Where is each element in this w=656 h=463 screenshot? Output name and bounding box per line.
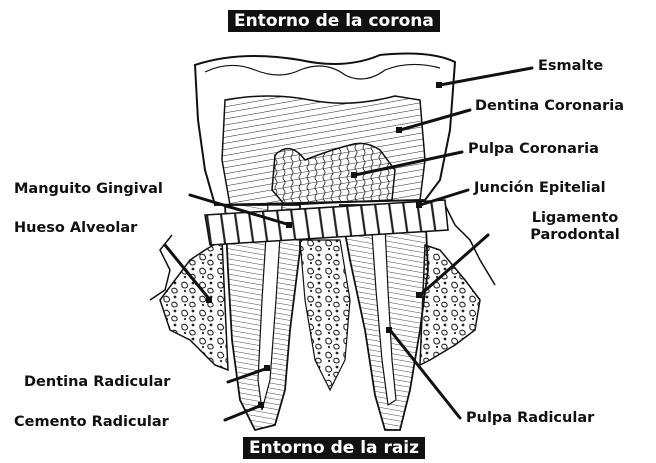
label-hueso-alveolar: Hueso Alveolar [14, 220, 137, 237]
top-banner: Entorno de la corona [228, 10, 440, 32]
label-dentina-radicular: Dentina Radicular [24, 374, 170, 391]
label-pulpa-coronaria: Pulpa Coronaria [468, 141, 599, 158]
label-manguito-gingival: Manguito Gingival [14, 181, 163, 198]
coronal-pulp [272, 143, 395, 205]
bottom-banner: Entorno de la raiz [243, 437, 425, 459]
label-cemento-radicular: Cemento Radicular [14, 414, 169, 431]
label-ligamento-parodontal: Ligamento Parodontal [515, 210, 635, 244]
label-ligamento-line2: Parodontal [515, 227, 635, 244]
alveolar-bone-left [160, 240, 228, 370]
label-esmalte: Esmalte [538, 58, 603, 75]
alveolar-bone-right [420, 245, 480, 365]
label-union-epitelial: Junción Epitelial [474, 180, 606, 197]
interradicular-bone [300, 240, 350, 390]
label-ligamento-line1: Ligamento [515, 210, 635, 227]
label-dentina-coronaria: Dentina Coronaria [475, 98, 624, 115]
label-pulpa-radicular: Pulpa Radicular [466, 410, 594, 427]
